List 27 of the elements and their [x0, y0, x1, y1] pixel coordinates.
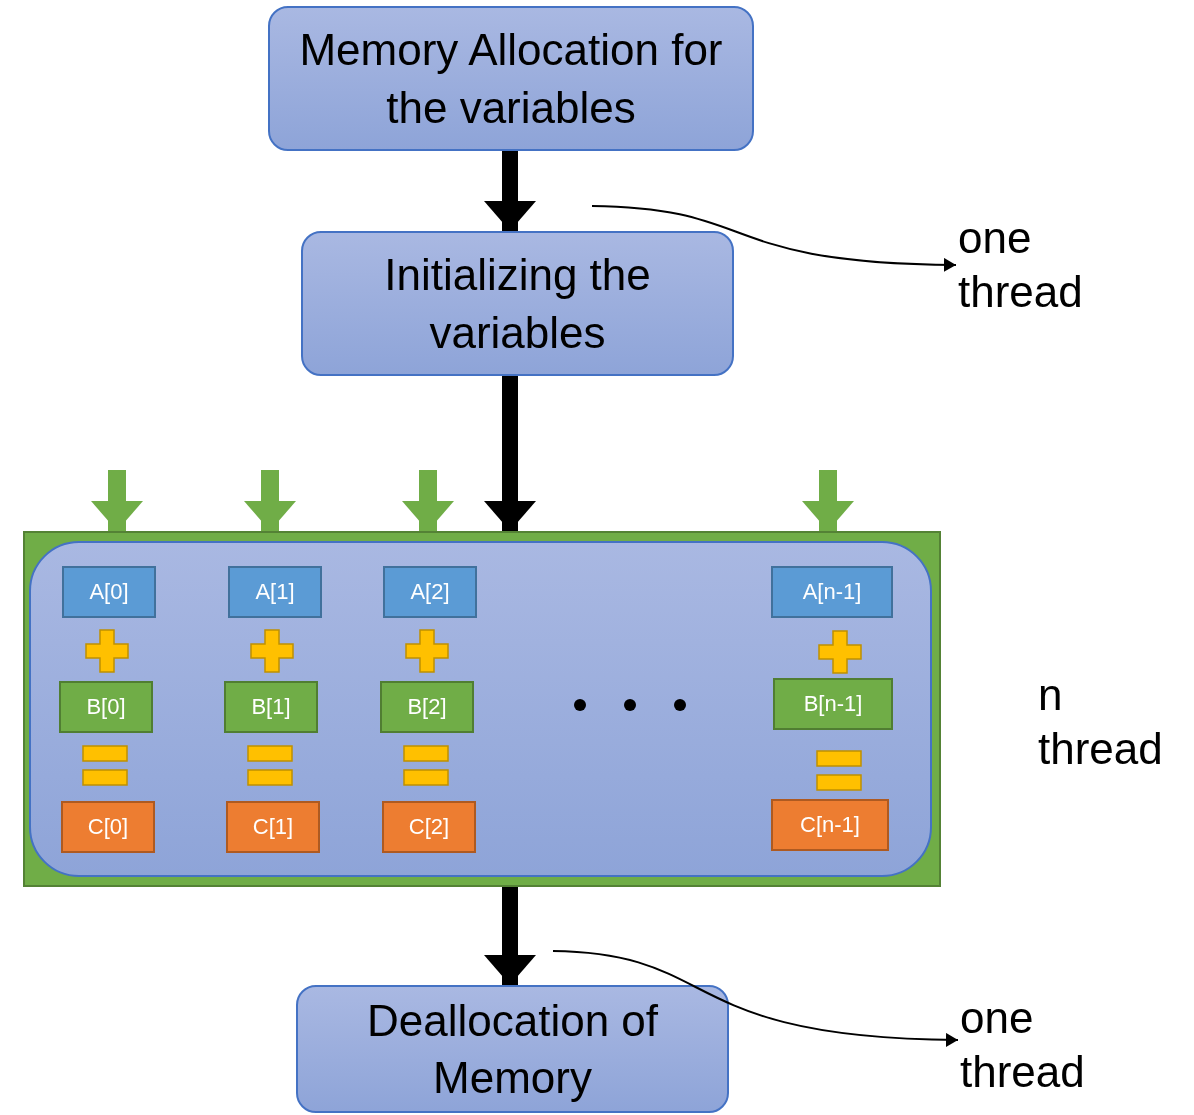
leader-arrow — [591, 205, 957, 272]
arrow — [484, 887, 536, 985]
process-box: Initializing the variables — [301, 231, 734, 376]
array-cell-box: B[0] — [59, 681, 153, 733]
array-cell-box: A[n-1] — [771, 566, 893, 618]
leader-arrow — [244, 470, 296, 531]
leader-arrow — [91, 470, 143, 531]
process-box: Deallocation of Memory — [296, 985, 729, 1113]
array-cell-box: C[2] — [382, 801, 476, 853]
array-cell-box: A[1] — [228, 566, 322, 618]
array-cell-box: C[1] — [226, 801, 320, 853]
arrow — [484, 151, 536, 231]
leader-arrow — [552, 950, 959, 1047]
array-cell-box: B[1] — [224, 681, 318, 733]
thread-note: one thread — [960, 990, 1110, 1100]
array-cell-box: C[n-1] — [771, 799, 889, 851]
array-cell-box: C[0] — [61, 801, 155, 853]
leader-arrow — [402, 470, 454, 531]
thread-note: n thread — [1038, 669, 1164, 775]
arrow — [484, 376, 536, 531]
process-box: Memory Allocation for the variables — [268, 6, 754, 151]
leader-arrow — [802, 470, 854, 531]
array-cell-box: A[2] — [383, 566, 477, 618]
array-cell-box: B[2] — [380, 681, 474, 733]
thread-note: one thread — [958, 210, 1108, 320]
array-cell-box: A[0] — [62, 566, 156, 618]
array-cell-box: B[n-1] — [773, 678, 893, 730]
